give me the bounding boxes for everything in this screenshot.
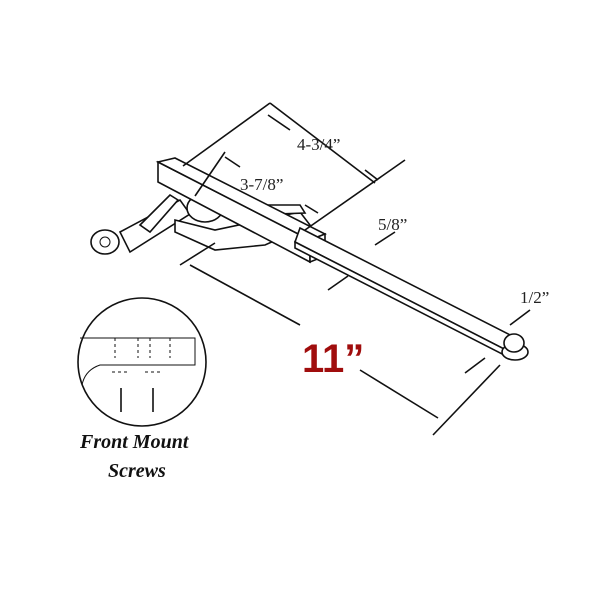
dimension-label-arm-length: 11”	[302, 337, 364, 381]
dimension-lines	[179, 102, 531, 436]
crank-handle	[90, 193, 192, 255]
dimension-label-overall-width: 4-3/4”	[297, 135, 340, 154]
dimension-label-roller-size: 1/2”	[520, 288, 549, 307]
dimension-label-arm-width: 5/8”	[378, 215, 407, 234]
inset-caption-line1: Front Mount	[79, 431, 190, 453]
operator-arm	[294, 226, 529, 361]
dimension-label-inner-width: 3-7/8”	[240, 175, 283, 194]
front-mount-inset	[77, 297, 207, 427]
inset-caption-line2: Screws	[108, 460, 166, 482]
